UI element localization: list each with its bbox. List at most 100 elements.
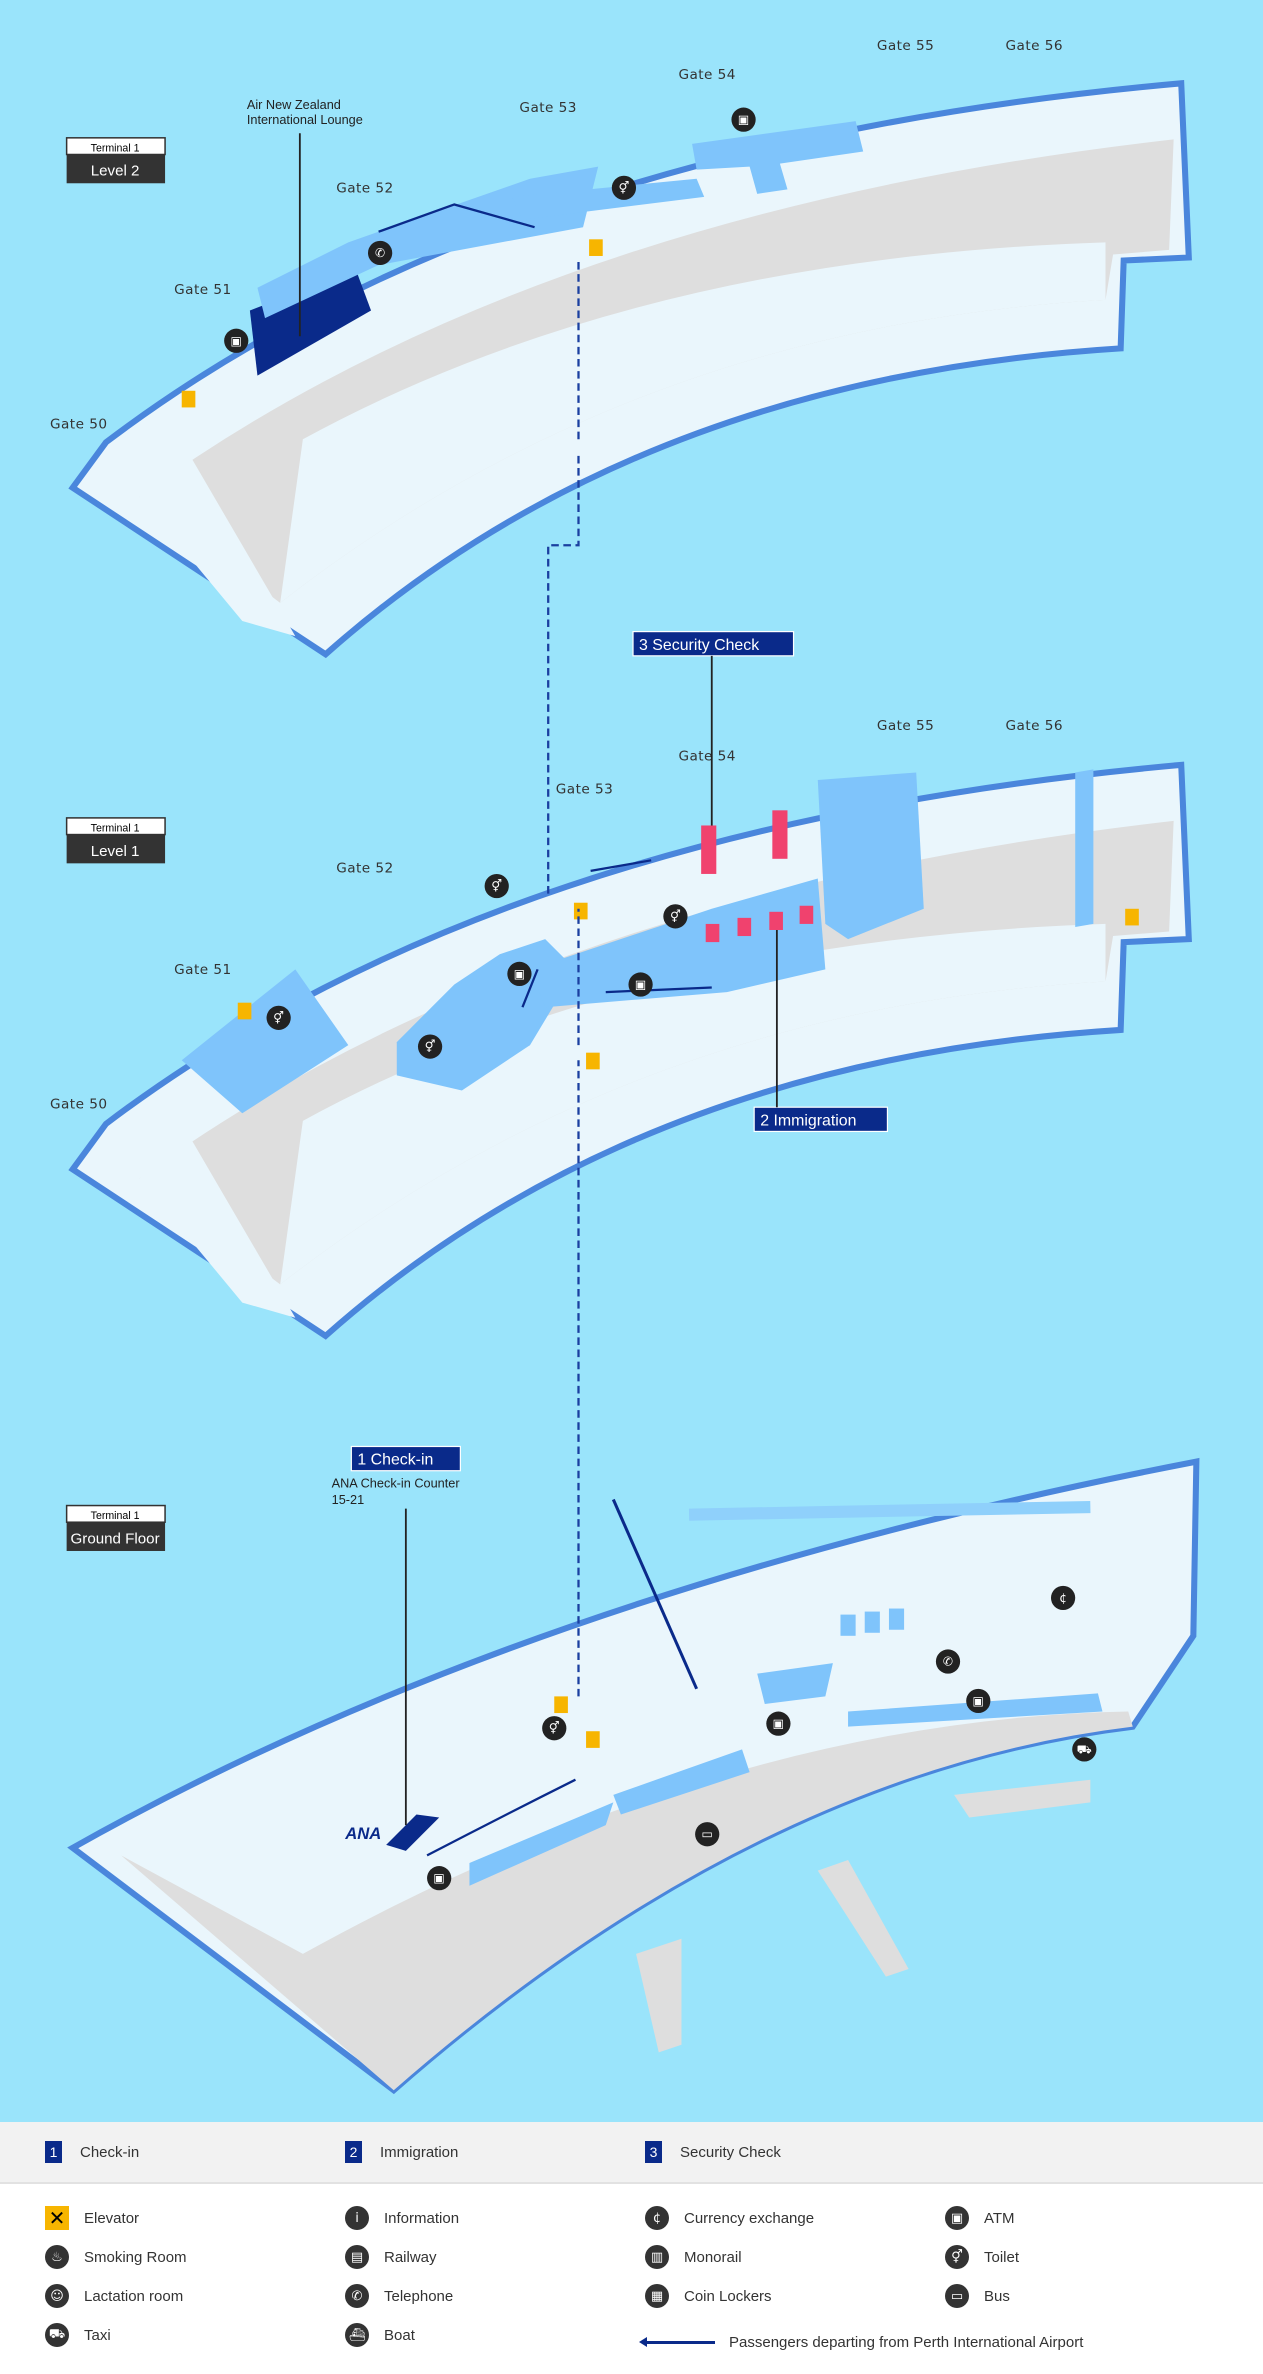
legend-item-label: Currency exchange [684, 2209, 815, 2227]
bus-icon: ▭ [695, 1822, 720, 1847]
level-label: Level 1 [91, 843, 140, 860]
legend-item-label: Smoking Room [84, 2248, 187, 2266]
gate-label: Gate 50 [50, 1097, 107, 1113]
atm-icon: ▣ [507, 961, 532, 987]
information-icon: i [345, 2206, 369, 2230]
terminal-label: Terminal 1 [91, 823, 140, 835]
monorail-icon: ▥ [645, 2245, 669, 2269]
lactation-room-icon: ☺ [45, 2284, 69, 2308]
coin-lockers-icon: ▦ [645, 2284, 669, 2308]
gate-label: Gate 51 [174, 962, 231, 978]
legend-item: ⛟ Taxi [45, 2323, 111, 2347]
lounge-area [249, 269, 372, 376]
legend-item: ✆ Telephone [345, 2284, 453, 2308]
atm-icon: ▣ [766, 1711, 791, 1736]
svg-text:▣: ▣ [973, 1694, 984, 1708]
legend-item: ▥ Monorail [645, 2245, 742, 2269]
svg-text:⚥: ⚥ [273, 1011, 284, 1025]
terminal-map: Terminal 1 Level 2 Air New Zealand Inter… [50, 38, 1200, 2095]
svg-text:⚥: ⚥ [425, 1040, 436, 1054]
telephone-icon: ✆ [345, 2284, 369, 2308]
svg-text:▣: ▣ [514, 967, 525, 981]
legend-item-label: Monorail [684, 2248, 742, 2266]
legend-item-label: ATM [984, 2209, 1015, 2227]
legend-item-label: Taxi [84, 2326, 111, 2344]
gate-label: Gate 56 [1006, 38, 1063, 54]
taxi-icon: ⛟ [1072, 1737, 1097, 1762]
atm-icon: ▣ [224, 328, 249, 353]
elevator-icon [237, 1002, 252, 1020]
level-1-floor: Terminal 1 Level 1 Gate 50 Gate 51 Gate … [50, 630, 1189, 1336]
route-arrow [426, 1778, 576, 1857]
legend-item: ▣ATM [945, 2206, 1015, 2230]
elevator-icon [1125, 908, 1139, 926]
svg-text:⛟: ⛟ [1077, 1742, 1092, 1756]
immigration-booth [705, 923, 720, 943]
step-number: 1 [45, 2141, 62, 2163]
gate-label: Gate 55 [877, 718, 934, 734]
elevator-icon [586, 1731, 600, 1748]
toilet-icon: ⚥ [663, 904, 688, 929]
gate-label: Gate 53 [556, 782, 613, 798]
ground-floor: ANA Terminal 1 Ground Floor 1 Check-in A… [65, 1445, 1200, 2095]
legend-item-label: Boat [384, 2326, 415, 2344]
currency-exchange-icon: ¢ [645, 2206, 669, 2230]
gate-label: Gate 54 [678, 748, 735, 764]
telephone-icon: ✆ [367, 240, 393, 266]
svg-text:⚥: ⚥ [618, 181, 629, 195]
immigration-booth [769, 911, 783, 930]
gate-label: Gate 54 [678, 67, 735, 83]
telephone-icon: ✆ [935, 1649, 961, 1674]
immigration-booth [799, 905, 814, 924]
toilet-icon: ⚥ [266, 1005, 291, 1030]
svg-text:▣: ▣ [635, 978, 646, 992]
terminal-label: Terminal 1 [91, 142, 140, 154]
gate-label: Gate 53 [519, 100, 576, 116]
toilet-icon: ⚥ [611, 175, 637, 200]
elevator-icon [554, 1696, 568, 1714]
route-arrow [521, 859, 712, 1008]
legend-step-check-in: 1 Check-in [45, 2141, 139, 2163]
atm-icon: ▣ [966, 1688, 991, 1714]
level-2-floor: Terminal 1 Level 2 Air New Zealand Inter… [50, 38, 1189, 654]
legend-item: ♨ Smoking Room [45, 2245, 187, 2269]
step-label: Immigration [380, 2143, 459, 2161]
taxi-icon: ⛟ [45, 2323, 69, 2347]
smoking-room-icon: ♨ [45, 2245, 69, 2269]
lounge-label: International Lounge [247, 112, 363, 127]
legend-item: ⚥Toilet [945, 2245, 1019, 2269]
legend-item: ▤Railway [345, 2245, 437, 2269]
immigration-callout: 2 Immigration [760, 1112, 856, 1129]
gate-label: Gate 51 [174, 282, 231, 298]
level-label: Level 2 [91, 163, 140, 180]
legend-item-label: Telephone [384, 2287, 454, 2305]
legend-route: Passengers departing from Perth Internat… [639, 2334, 1083, 2351]
elevator-icon [573, 902, 588, 920]
legend-item: ⛴Boat [345, 2323, 415, 2347]
step-label: Check-in [80, 2143, 140, 2161]
route-dashed-line [547, 257, 580, 1697]
svg-text:✆: ✆ [375, 246, 385, 260]
legend-item-label: Toilet [984, 2248, 1020, 2266]
legend-item: ▭Bus [945, 2284, 1010, 2308]
gate-label: Gate 52 [336, 860, 393, 876]
legend-item: i Information [345, 2206, 459, 2230]
elevator-icon [181, 390, 196, 408]
svg-text:¢: ¢ [1059, 1591, 1067, 1605]
legend-item-label: Coin Lockers [684, 2287, 772, 2305]
bus-icon: ▭ [945, 2284, 969, 2308]
legend-item-label: Information [384, 2209, 460, 2227]
svg-text:▣: ▣ [773, 1717, 784, 1731]
atm-icon: ▣ [731, 107, 756, 132]
svg-text:⚥: ⚥ [670, 909, 681, 923]
step-number: 3 [645, 2141, 662, 2163]
elevator-icon [586, 1052, 600, 1070]
check-in-callout: 1 Check-in [357, 1452, 433, 1469]
ana-counter [386, 1814, 440, 1851]
legend-item: ✕Elevator [45, 2206, 139, 2230]
elevator-icon: ✕ [45, 2206, 69, 2230]
